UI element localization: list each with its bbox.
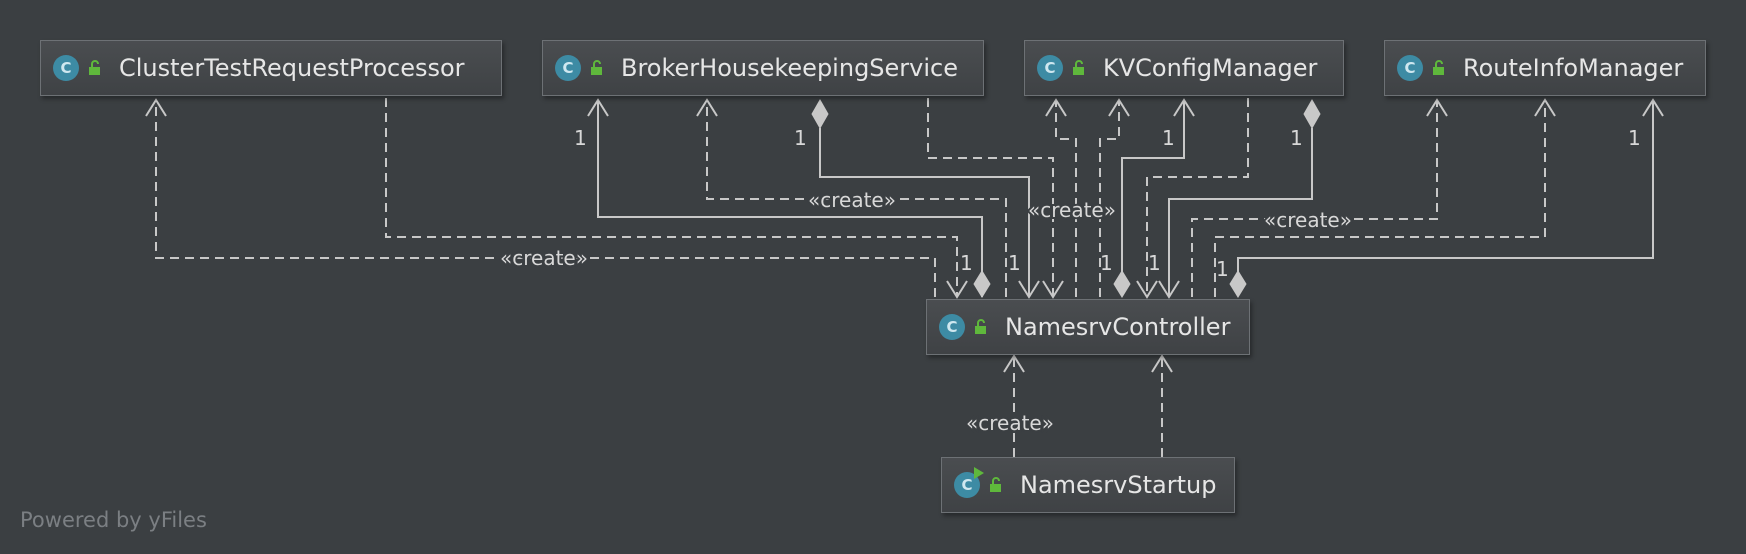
class-icon-letter: C	[961, 476, 973, 494]
runnable-class-icon: C	[954, 467, 984, 498]
edge-controller-create-cluster	[155, 102, 936, 297]
label-multiplicity-6: 1	[960, 251, 973, 275]
class-node-namesrv-startup[interactable]: C NamesrvStartup	[941, 457, 1235, 513]
label-multiplicity-10: 1	[1216, 257, 1229, 281]
edge-controller-create-kv	[1055, 102, 1077, 297]
edge-broker-compose-controller	[819, 128, 1030, 295]
edge-cluster-depends-controller	[385, 98, 958, 295]
arrowhead-broker-2	[696, 98, 718, 117]
class-node-route-info-manager[interactable]: C RouteInfoManager	[1384, 40, 1706, 96]
class-name: RouteInfoManager	[1463, 54, 1684, 82]
edge-controller-assoc-kv	[1121, 102, 1185, 275]
arrowhead-cluster	[145, 98, 167, 117]
lock-icon	[89, 60, 100, 75]
label-create-2: «create»	[808, 188, 896, 212]
arrowhead-route-3	[1642, 98, 1664, 117]
class-icon: C	[53, 55, 79, 81]
class-icon: C	[939, 314, 965, 340]
class-name: NamesrvController	[1005, 313, 1231, 341]
lock-icon	[1073, 60, 1084, 75]
arrowhead-kv-2	[1108, 98, 1130, 117]
class-icon: C	[555, 55, 581, 81]
edge-controller-compose-route	[1237, 102, 1654, 275]
label-multiplicity-2: 1	[794, 126, 807, 150]
arrowhead-controller-4	[1136, 280, 1158, 299]
class-node-namesrv-controller[interactable]: C NamesrvController	[926, 299, 1250, 355]
diamond-controller-2	[1113, 270, 1131, 298]
label-multiplicity-9: 1	[1148, 251, 1161, 275]
label-multiplicity-8: 1	[1100, 251, 1113, 275]
class-name: KVConfigManager	[1103, 54, 1318, 82]
edge-controller-create-route	[1191, 102, 1438, 297]
lock-icon	[591, 60, 602, 75]
edge-controller-depends-route	[1214, 102, 1546, 297]
class-name: NamesrvStartup	[1020, 471, 1217, 499]
arrowhead-broker-1	[587, 98, 609, 117]
arrowhead-controller-1	[946, 280, 968, 299]
lock-icon	[990, 477, 1001, 492]
class-name: BrokerHousekeepingService	[621, 54, 958, 82]
diamond-controller-1	[973, 270, 991, 298]
arrowhead-controller-7	[1151, 354, 1173, 373]
edge-kv-compose-controller	[1168, 128, 1313, 295]
arrowhead-kv-1	[1045, 98, 1067, 117]
watermark: Powered by yFiles	[20, 508, 207, 532]
diamond-broker	[811, 98, 829, 130]
label-create-1: «create»	[500, 246, 588, 270]
arrowhead-controller-6	[1003, 354, 1025, 373]
class-node-broker-housekeeping-service[interactable]: C BrokerHousekeepingService	[542, 40, 984, 96]
class-icon: C	[1037, 55, 1063, 81]
label-create-4: «create»	[1264, 208, 1352, 232]
class-icon: C	[1397, 55, 1423, 81]
class-name: ClusterTestRequestProcessor	[119, 54, 465, 82]
lock-icon	[1433, 60, 1444, 75]
arrowhead-controller-5	[1158, 280, 1180, 299]
edge-controller-create-broker	[706, 102, 1007, 297]
diamond-kv	[1303, 98, 1321, 130]
arrowhead-route-1	[1426, 98, 1448, 117]
arrowhead-kv-3	[1173, 98, 1195, 117]
diamond-controller-3	[1229, 270, 1247, 298]
class-node-cluster-test-request-processor[interactable]: C ClusterTestRequestProcessor	[40, 40, 502, 96]
run-marker-icon	[974, 467, 984, 479]
label-create-3: «create»	[1028, 198, 1116, 222]
edge-controller-assoc-broker	[597, 102, 983, 297]
lock-icon	[975, 319, 986, 334]
class-node-kv-config-manager[interactable]: C KVConfigManager	[1024, 40, 1344, 96]
arrowhead-route-2	[1534, 98, 1556, 117]
arrowhead-controller-2	[1018, 280, 1040, 299]
arrowhead-controller-3	[1042, 280, 1064, 299]
label-multiplicity-1: 1	[574, 126, 587, 150]
label-create-5: «create»	[966, 411, 1054, 435]
label-multiplicity-5: 1	[1628, 126, 1641, 150]
label-multiplicity-3: 1	[1162, 126, 1175, 150]
label-multiplicity-7: 1	[1008, 251, 1021, 275]
edge-controller-depends-kv	[1099, 102, 1120, 297]
edge-broker-depends-controller	[927, 98, 1054, 295]
label-multiplicity-4: 1	[1290, 126, 1303, 150]
